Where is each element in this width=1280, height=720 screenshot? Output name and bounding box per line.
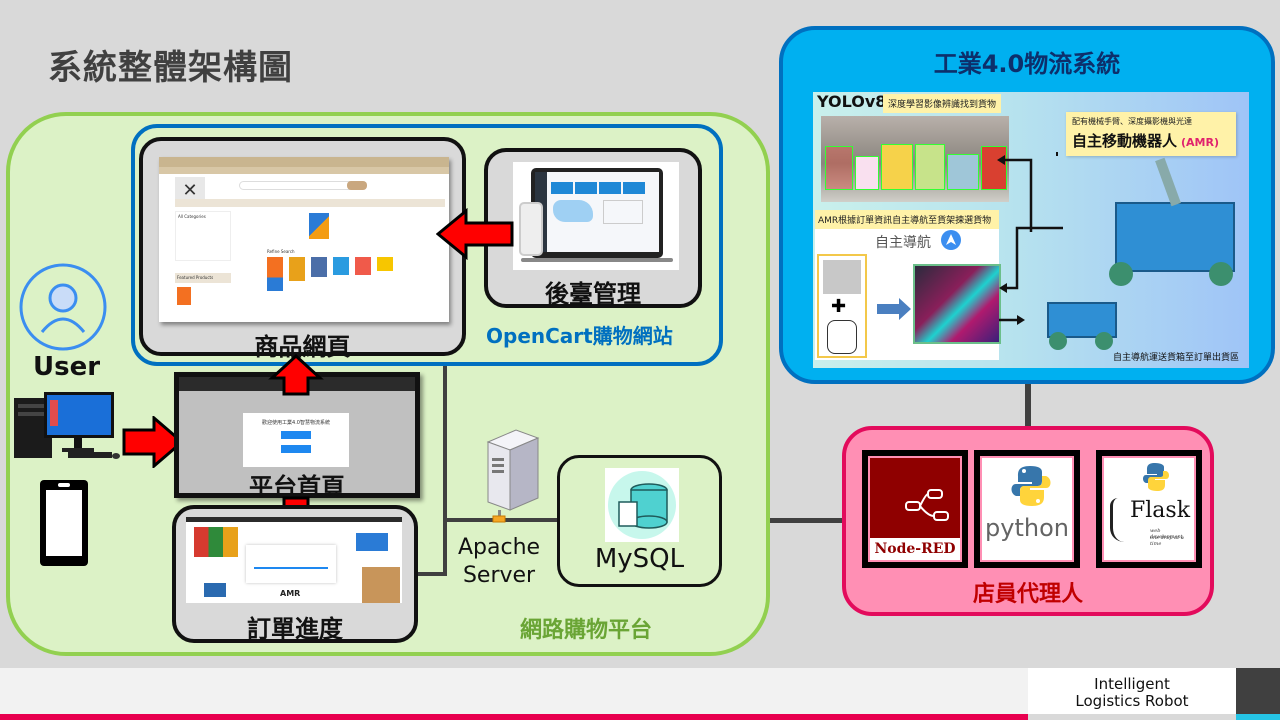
flask-tagline-2: one drop at a time [1150, 535, 1184, 547]
python-text: python [985, 514, 1069, 542]
mysql-label: MySQL [594, 544, 685, 574]
navigation-box: AMR根據訂單資訊自主導航至貨架揀選貨物 自主導航 ✚ [815, 210, 1001, 360]
python-icon [1011, 466, 1051, 506]
connector-mysql-clerk [722, 518, 842, 523]
database-icon [605, 468, 679, 542]
refine-search-label: Refine Search [267, 249, 295, 254]
platform-label: 網路購物平台 [520, 618, 653, 643]
apache-line-1: Apache [458, 535, 541, 560]
opencart-label: OpenCart購物網站 [486, 324, 673, 348]
flask-logo: Flask web development, one drop at a tim… [1096, 450, 1202, 568]
footer-brand-line-2: Logistics Robot [1075, 692, 1189, 710]
python-logo: python [974, 450, 1080, 568]
navigation-arrow-icon [941, 230, 961, 250]
welcome-dialog: 歡迎使用工業4.0智慧物流系統 [243, 413, 349, 467]
industry-title: 工業4.0物流系統 [933, 50, 1121, 78]
progress-track [254, 567, 328, 569]
featured-products-panel: Featured Products [175, 273, 231, 283]
connector-vertical [443, 366, 447, 576]
robot-icon [356, 533, 388, 551]
yolo-detection-photo [821, 116, 1009, 202]
clerk-agent-group: Node-RED python Flask web development, o… [842, 426, 1214, 616]
product-thumb-main [309, 213, 329, 239]
order-progress-screenshot: AMR [186, 517, 402, 603]
robot-arm [1155, 157, 1181, 207]
smartphone-icon [40, 480, 88, 566]
node-red-flow-icon [905, 489, 949, 521]
slide-title: 系統整體架構圖 [48, 48, 293, 88]
admin-card[interactable]: 後臺管理 [484, 148, 702, 308]
amr-caption: AMR [280, 589, 301, 598]
amr-tag: (AMR) [1181, 136, 1219, 149]
navigation-desc: AMR根據訂單資訊自主導航至貨架揀選貨物 [815, 210, 999, 229]
gift-boxes-icon [194, 527, 238, 557]
home-button-1 [281, 431, 311, 439]
connector-order [418, 572, 447, 576]
product-page-label: 商品網頁 [254, 333, 351, 361]
amr-title-text: 自主移動機器人 [1072, 132, 1178, 150]
phone-icon [519, 202, 543, 256]
apache-server-label: Apache Server [458, 534, 540, 590]
opencart-group [131, 124, 723, 366]
costmap-image [913, 264, 1001, 344]
store-search-bar [239, 181, 359, 190]
delivery-caption: 自主導航運送貨箱至訂單出貨區 [1113, 353, 1240, 363]
footer-accent-grey [1028, 714, 1236, 720]
yolo-desc: 深度學習影像辨識找到貨物 [883, 94, 1002, 113]
node-red-logo: Node-RED [862, 450, 968, 568]
yolo-label: YOLOv8 [817, 92, 887, 111]
node-red-text: Node-RED [870, 538, 960, 560]
platform-home-label: 平台首頁 [249, 473, 345, 501]
footer-brand-line-1: Intelligent [1094, 675, 1170, 693]
amr-desc: 配有機械手臂、深度攝影機與光達 [1072, 117, 1192, 126]
admin-label: 後臺管理 [545, 280, 641, 308]
categories-panel: All Categories [175, 211, 231, 261]
flow-arrows [997, 152, 1063, 325]
user-label: User [33, 352, 101, 382]
connector-industry-clerk [1025, 384, 1031, 426]
footer-accent-cyan [1236, 714, 1280, 720]
clerk-agent-label: 店員代理人 [972, 582, 1083, 607]
mysql-card[interactable]: MySQL [557, 455, 722, 587]
apache-line-2: Server [462, 563, 536, 588]
flask-horn-icon [1110, 498, 1126, 542]
order-progress-label: 訂單進度 [247, 615, 343, 643]
user-icon [19, 263, 107, 351]
flask-tagline-1: web development, [1150, 528, 1185, 540]
footer-accent-red [0, 714, 1028, 720]
desktop-computer-icon [14, 392, 120, 459]
navigation-title: 自主導航 [875, 235, 931, 251]
balloon-icon [827, 320, 857, 354]
footer-dark-block [1236, 668, 1280, 714]
plus-icon: ✚ [831, 296, 847, 317]
flask-text: Flask [1130, 498, 1191, 523]
arrow-home-to-product [268, 354, 324, 396]
map-icon [823, 260, 861, 294]
shelf-icon [362, 567, 400, 603]
product-page-screenshot: ✕ All Categories Featured Products Refin… [159, 157, 449, 322]
world-map-icon [553, 200, 593, 222]
arrow-admin-to-product [436, 208, 514, 260]
amr-title: 自主移動機器人(AMR) [1072, 130, 1219, 151]
store-search-button [347, 181, 367, 190]
order-progress-card[interactable]: AMR 訂單進度 [172, 505, 418, 643]
footer-brand: Intelligent Logistics Robot [1028, 668, 1236, 714]
industry-logistics-system: 工業4.0物流系統 YOLOv8 深度學習影像辨識找到貨物 配有機械手臂、深度攝… [779, 26, 1275, 384]
server-icon [486, 429, 540, 523]
product-page-card[interactable]: ✕ All Categories Featured Products Refin… [139, 137, 466, 361]
industry-panel: YOLOv8 深度學習影像辨識找到貨物 配有機械手臂、深度攝影機與光達 自主移動… [813, 92, 1249, 368]
admin-dashboard-screenshot [513, 162, 679, 270]
footer-bar [0, 668, 1028, 714]
home-button-2 [281, 445, 311, 453]
amr-info-box: 配有機械手臂、深度攝影機與光達 自主移動機器人(AMR) [1066, 112, 1236, 156]
flask-python-icon [1143, 463, 1169, 491]
welcome-text: 歡迎使用工業4.0智慧物流系統 [262, 420, 330, 426]
right-arrow-icon [877, 298, 911, 320]
arrow-user-to-home [122, 416, 185, 468]
